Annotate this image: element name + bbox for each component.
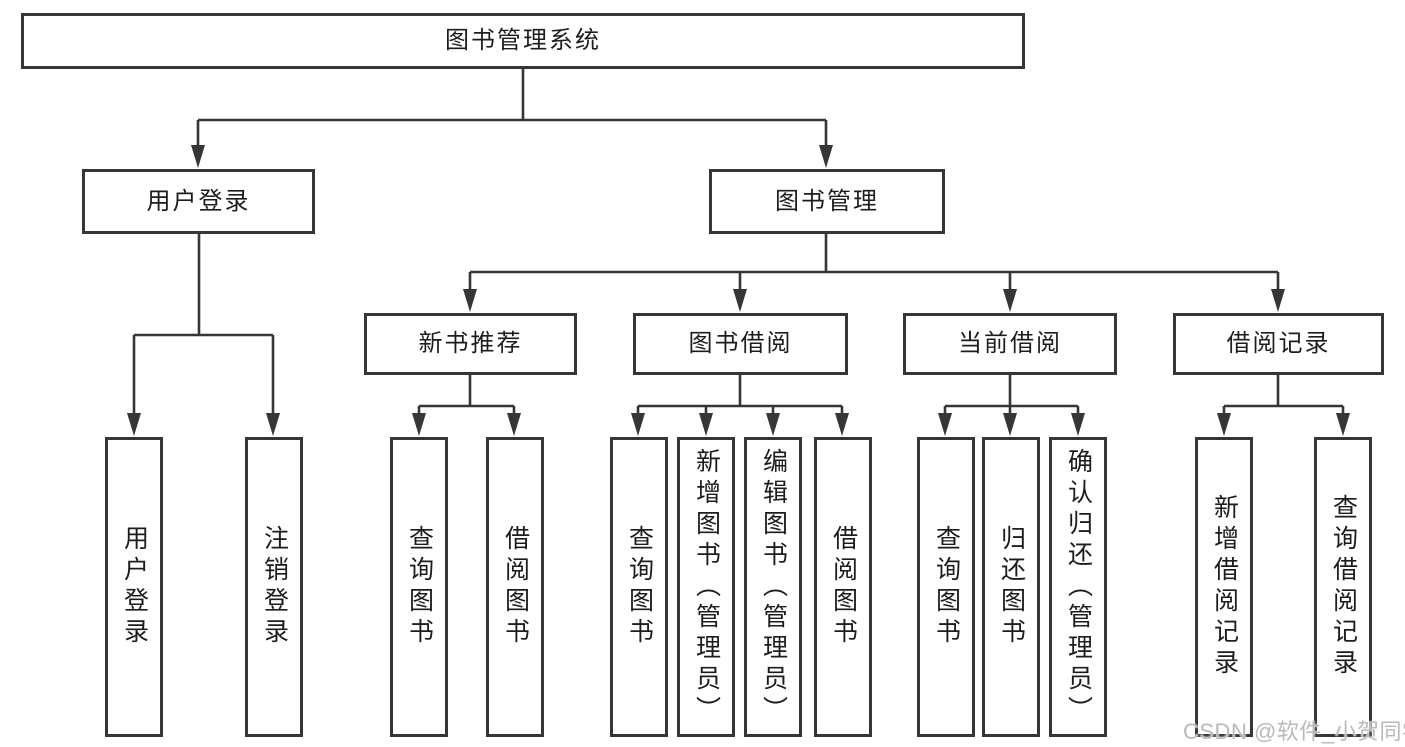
- leaf-cb-query-book: 查询图书: [917, 437, 975, 737]
- csdn-watermark: CSDN @软件_小贺同学: [1183, 719, 1405, 744]
- node-borrow-records-label: 借阅记录: [1226, 330, 1331, 357]
- leaf-bb-borrow-book-label: 借阅图书: [829, 525, 858, 649]
- leaf-nbr-borrow-book: 借阅图书: [486, 437, 544, 737]
- node-book-borrow-label: 图书借阅: [688, 330, 793, 357]
- leaf-cb-return-book: 归还图书: [982, 437, 1040, 737]
- leaf-br-add-record: 新增借阅记录: [1195, 437, 1253, 737]
- leaf-br-query-record-label: 查询借阅记录: [1329, 494, 1358, 680]
- node-borrow-records: 借阅记录: [1173, 313, 1384, 375]
- node-book-mgmt-label: 图书管理: [775, 187, 879, 215]
- leaf-logout-label: 注销登录: [260, 525, 289, 649]
- leaf-cb-confirm-return: 确认归还（管理员）: [1049, 437, 1107, 737]
- node-book-mgmt: 图书管理: [709, 169, 945, 234]
- leaf-bb-borrow-book: 借阅图书: [814, 437, 872, 737]
- leaf-br-query-record: 查询借阅记录: [1314, 437, 1372, 737]
- leaf-bb-edit-book-label: 编辑图书（管理员）: [759, 447, 788, 727]
- node-book-borrow: 图书借阅: [633, 313, 848, 375]
- node-current-borrow: 当前借阅: [903, 313, 1117, 375]
- leaf-user-login-label: 用户登录: [120, 525, 149, 649]
- node-user-login: 用户登录: [82, 169, 315, 234]
- leaf-cb-query-book-label: 查询图书: [932, 525, 961, 649]
- node-user-login-label: 用户登录: [146, 187, 251, 215]
- leaf-nbr-query-book-label: 查询图书: [405, 525, 434, 649]
- leaf-logout: 注销登录: [245, 437, 303, 737]
- leaf-cb-confirm-return-label: 确认归还（管理员）: [1064, 447, 1093, 727]
- node-new-book-recommend: 新书推荐: [364, 313, 577, 375]
- node-current-borrow-label: 当前借阅: [958, 330, 1062, 357]
- leaf-br-add-record-label: 新增借阅记录: [1210, 494, 1239, 680]
- leaf-bb-query-book: 查询图书: [610, 437, 668, 737]
- leaf-bb-add-book: 新增图书（管理员）: [677, 437, 735, 737]
- leaf-bb-edit-book: 编辑图书（管理员）: [744, 437, 802, 737]
- leaf-cb-return-book-label: 归还图书: [997, 525, 1026, 649]
- leaf-nbr-borrow-book-label: 借阅图书: [501, 525, 530, 649]
- leaf-user-login: 用户登录: [105, 437, 163, 737]
- leaf-bb-query-book-label: 查询图书: [625, 525, 654, 649]
- node-new-book-recommend-label: 新书推荐: [418, 330, 523, 357]
- node-library-system-label: 图书管理系统: [445, 27, 601, 54]
- leaf-nbr-query-book: 查询图书: [390, 437, 448, 737]
- node-library-system: 图书管理系统: [21, 13, 1025, 69]
- leaf-bb-add-book-label: 新增图书（管理员）: [692, 447, 721, 727]
